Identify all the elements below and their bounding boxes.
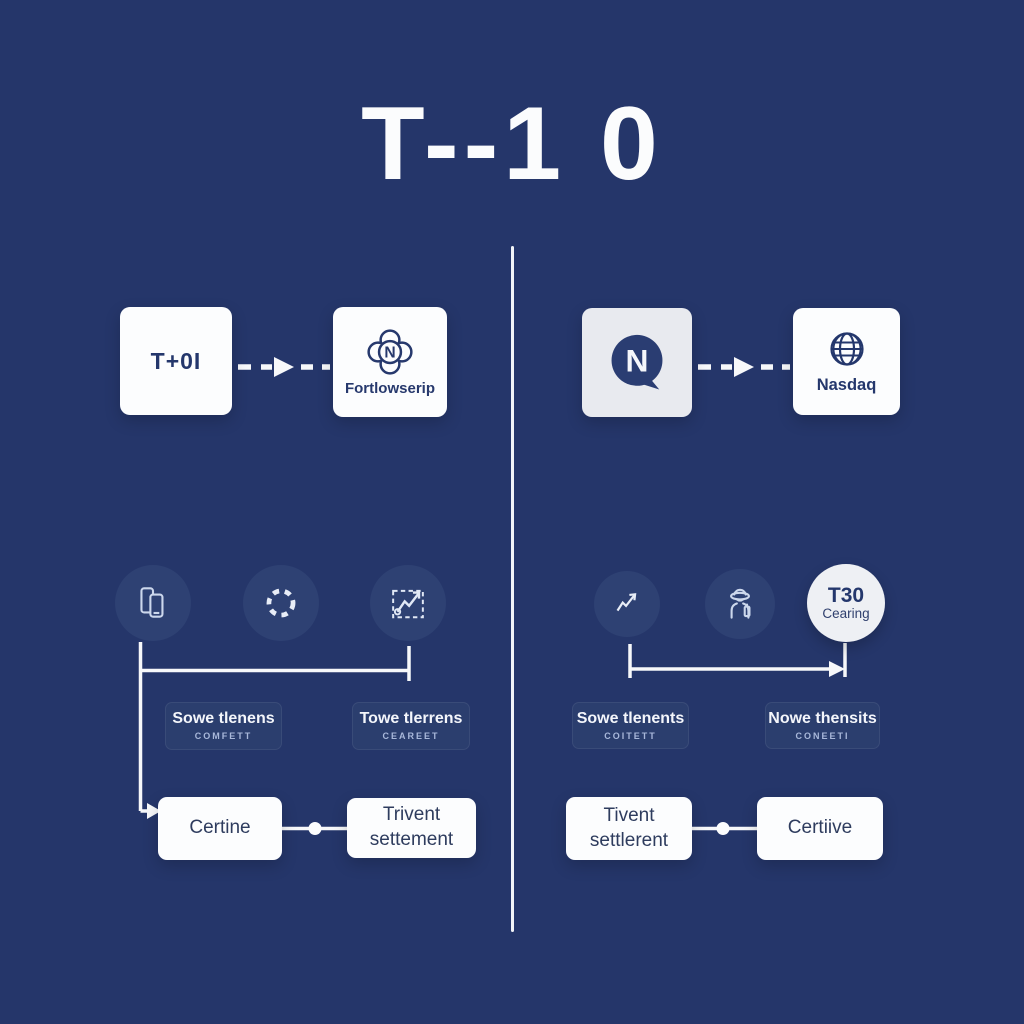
bottom-box-label: Certine — [189, 817, 251, 839]
tag-subtitle: CONEETI — [795, 730, 850, 741]
page-title: T--1 0 — [361, 86, 663, 202]
right-tag-box-1: Sowe tlenents COITETT — [572, 702, 689, 749]
left-tag-box-2: Towe tlerrens CEAREET — [352, 702, 470, 750]
bottom-box-label: Tivent — [603, 804, 655, 826]
left-target-box: N Fortlowserip — [333, 307, 447, 417]
speech-bubble-n-logo-icon: N — [611, 334, 663, 390]
right-target-box: Nasdaq — [793, 308, 900, 415]
left-target-label: Fortlowserip — [344, 380, 435, 397]
tag-title: Nowe thensits — [768, 709, 877, 727]
person-icon — [730, 588, 751, 619]
tag-subtitle: COMFETT — [194, 731, 253, 741]
t30-badge-title: T30 — [827, 584, 865, 608]
dashed-ring-icon — [266, 588, 296, 618]
tag-title: Towe tlerrens — [359, 710, 463, 727]
right-bottom-box-2: Certiive — [757, 797, 883, 860]
tag-subtitle: CEAREET — [382, 731, 440, 741]
tag-subtitle: COITETT — [604, 730, 657, 741]
cloud-n-logo-icon: N — [367, 329, 413, 375]
right-target-label: Nasdaq — [816, 376, 877, 394]
left-bottom-box-2: Trivent settement — [347, 798, 476, 858]
right-source-box: N — [582, 308, 692, 417]
left-step-circle-3 — [370, 565, 446, 641]
globe-icon — [829, 332, 864, 366]
left-bottom-box-1: Certine — [158, 797, 282, 860]
right-step-circle-1 — [594, 571, 660, 637]
left-tag-box-1: Sowe tlenens COMFETT — [165, 702, 282, 750]
tag-title: Sowe tlenens — [172, 710, 275, 727]
right-bottom-box-1: Tivent settlerent — [566, 797, 692, 860]
right-flow-arrow — [698, 357, 790, 377]
cloud-logo-letter: N — [384, 345, 395, 362]
left-bottom-connector — [282, 822, 347, 835]
tag-title: Sowe tlenents — [576, 709, 685, 727]
bubble-logo-letter: N — [626, 342, 649, 378]
right-step-circle-2 — [705, 569, 775, 639]
left-flow-arrow — [238, 357, 330, 377]
t30-badge-subtitle: Cearing — [822, 606, 870, 622]
left-step-circle-1 — [115, 565, 191, 641]
left-source-box: T+0I — [120, 307, 232, 415]
left-source-label: T+0I — [150, 347, 202, 374]
chart-box-icon — [392, 589, 424, 619]
right-timeline-connector — [628, 643, 847, 678]
trend-arrow-icon — [616, 593, 637, 612]
bottom-box-label: Certiive — [787, 817, 853, 839]
right-tag-box-2: Nowe thensits CONEETI — [765, 702, 880, 749]
bottom-box-label: settement — [369, 829, 454, 850]
bottom-box-label: Trivent — [382, 804, 441, 826]
center-divider — [511, 246, 514, 932]
right-bottom-connector — [692, 822, 757, 835]
bottom-box-label: settlerent — [589, 829, 669, 851]
t30-clearing-badge: T30 Cearing — [807, 564, 885, 642]
left-step-circle-2 — [243, 565, 319, 641]
phones-icon — [140, 587, 164, 618]
